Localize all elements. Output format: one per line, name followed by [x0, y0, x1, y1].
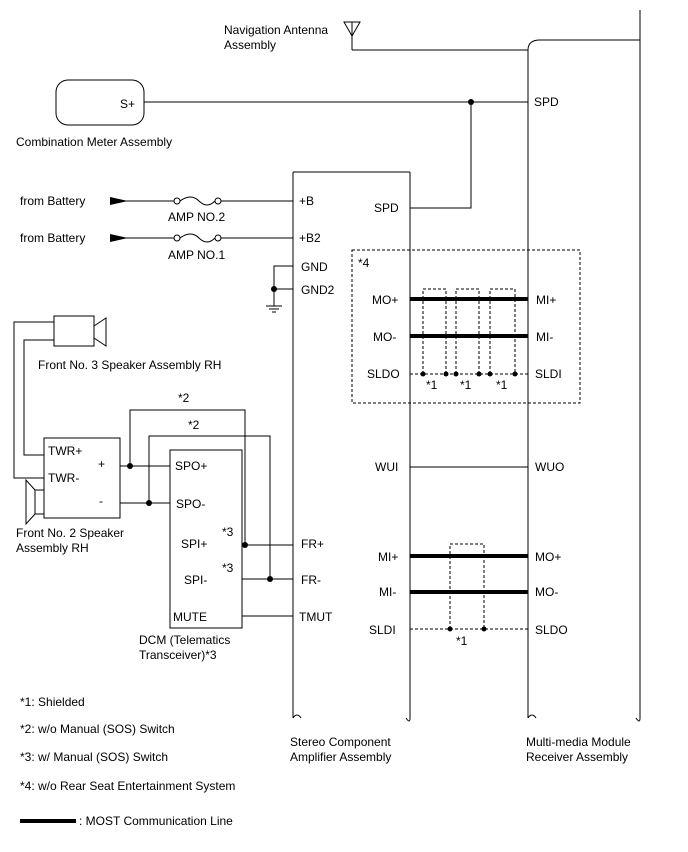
pin-dcm-spo-plus: SPO+ — [175, 459, 207, 473]
pin-rcv-mi-minus: MI- — [536, 330, 553, 344]
pin-rcv-wuo: WUO — [535, 460, 564, 474]
pin-rcv-mo-plus: MO+ — [535, 550, 561, 564]
pin-amp-gnd2: GND2 — [301, 283, 335, 297]
pin-amp-gnd: GND — [301, 260, 328, 274]
speaker-icon — [25, 478, 45, 526]
wire2-marker-top: *2 — [178, 391, 190, 405]
shield-marker-1: *1 — [426, 378, 438, 392]
note4-marker: *4 — [358, 256, 370, 270]
dcm-box — [169, 449, 243, 629]
shield-marker-3: *1 — [496, 378, 508, 392]
shield-loops-top — [420, 288, 518, 377]
front-no2-speaker-box — [43, 437, 121, 519]
shield-marker-2: *1 — [460, 378, 472, 392]
front-no3-speaker-label: Front No. 3 Speaker Assembly RH — [38, 358, 221, 372]
antenna-label-1: Navigation Antenna — [224, 23, 328, 37]
wire3-marker-bottom: *3 — [222, 561, 234, 575]
pin-amp-b2: +B2 — [299, 231, 321, 245]
antenna-icon — [343, 21, 528, 51]
pin-meter-s-plus: S+ — [120, 97, 135, 111]
antenna-label-2: Assembly — [224, 38, 276, 52]
pin-rcv-mo-minus: MO- — [535, 585, 558, 599]
amplifier-label-1: Stereo Component — [290, 735, 391, 749]
amplifier-label-2: Amplifier Assembly — [290, 750, 391, 764]
pin-rcv-sldi: SLDI — [535, 367, 562, 381]
legend-most-label: : MOST Communication Line — [79, 814, 233, 828]
front-no2-speaker-label-2: Assembly RH — [16, 541, 89, 555]
receiver-label-1: Multi-media Module — [526, 735, 631, 749]
pin-amp-fr-plus: FR+ — [301, 537, 324, 551]
pin-rcv-sldo: SLDO — [535, 623, 568, 637]
wire3-marker-top: *3 — [222, 525, 234, 539]
pin-amp-sldo: SLDO — [367, 367, 400, 381]
pin-amp-mo-minus: MO- — [373, 330, 396, 344]
pin-dcm-spi-plus: SPI+ — [181, 537, 207, 551]
speaker-icon — [53, 315, 107, 347]
note-2: *2: w/o Manual (SOS) Switch — [20, 722, 175, 736]
arrow-icon — [110, 197, 128, 205]
fuse-amp-no2: AMP NO.2 — [168, 210, 225, 224]
fuse-icon — [173, 196, 222, 206]
shield-marker-4: *1 — [456, 634, 468, 648]
pin-rcv-mi-plus: MI+ — [536, 293, 556, 307]
wire2-marker-bottom: *2 — [188, 418, 200, 432]
pin-spk-twr-plus: TWR+ — [48, 444, 82, 458]
note-1: *1: Shielded — [20, 695, 85, 709]
pin-dcm-spi-minus: SPI- — [184, 573, 207, 587]
fuse-icon — [173, 233, 222, 243]
pin-amp-fr-minus: FR- — [301, 573, 321, 587]
ground-icon — [266, 305, 282, 313]
pin-amp-mi-minus: MI- — [379, 585, 396, 599]
pin-dcm-spo-minus: SPO- — [176, 497, 205, 511]
pin-amp-tmut: TMUT — [299, 610, 333, 624]
no-rse-group-box — [351, 249, 581, 404]
note-4: *4: w/o Rear Seat Entertainment System — [20, 779, 235, 793]
combination-meter-label: Combination Meter Assembly — [16, 135, 172, 149]
battery-source-1: from Battery — [20, 194, 85, 208]
pin-amp-mo-plus: MO+ — [372, 293, 398, 307]
amplifier-assembly — [292, 171, 411, 722]
note-3: *3: w/ Manual (SOS) Switch — [20, 750, 168, 764]
pin-spk-minus: - — [99, 494, 103, 508]
arrow-icon — [110, 234, 128, 242]
pin-amp-spd: SPD — [374, 201, 399, 215]
fuse-amp-no1: AMP NO.1 — [168, 248, 225, 262]
pin-spk-plus: + — [98, 457, 105, 471]
pin-spk-twr-minus: TWR- — [48, 471, 79, 485]
pin-amp-mi-plus: MI+ — [378, 550, 398, 564]
pin-amp-wui: WUI — [375, 460, 398, 474]
receiver-assembly — [527, 10, 641, 722]
battery-source-2: from Battery — [20, 231, 85, 245]
receiver-label-2: Receiver Assembly — [526, 750, 628, 764]
pin-amp-sldi: SLDI — [369, 623, 396, 637]
shield-loop-bottom — [447, 543, 487, 632]
pin-amp-b: +B — [299, 194, 314, 208]
dcm-label-2: Transceiver)*3 — [139, 648, 217, 662]
dcm-label-1: DCM (Telematics — [139, 633, 230, 647]
front-no2-speaker-label-1: Front No. 2 Speaker — [16, 526, 124, 540]
pin-receiver-spd: SPD — [534, 95, 559, 109]
pin-dcm-mute: MUTE — [173, 610, 207, 624]
